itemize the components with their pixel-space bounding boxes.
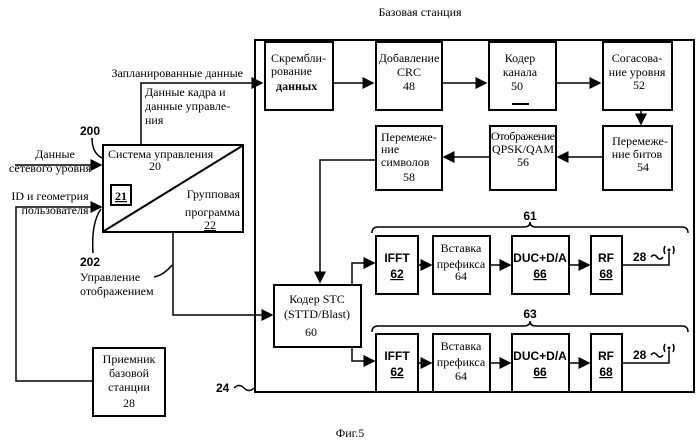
svg-text:50: 50	[511, 79, 523, 93]
svg-text:28: 28	[123, 396, 135, 410]
scrambling-block: Скрембли- рование данных	[265, 42, 333, 110]
svg-text:ние битов: ние битов	[612, 147, 663, 161]
svg-text:ID и геометрия: ID и геометрия	[11, 189, 89, 203]
svg-text:пользователя: пользователя	[22, 203, 89, 217]
control-system-block: Система управления 20 21 Групповая прогр…	[103, 145, 243, 232]
channel-encoder-block: Кодер канала 50	[489, 42, 556, 110]
ref-200: 200	[80, 124, 100, 138]
ref-24-leader	[234, 386, 254, 391]
svg-text:66: 66	[533, 267, 547, 281]
svg-text:Управление: Управление	[80, 270, 140, 284]
ref-202: 202	[80, 255, 100, 269]
scheduled-data-label: Запланированные данные	[112, 66, 244, 80]
svg-text:базовой: базовой	[109, 366, 150, 380]
svg-text:Добавление: Добавление	[379, 51, 440, 65]
svg-text:62: 62	[390, 365, 404, 379]
svg-text:программа: программа	[185, 205, 241, 219]
svg-text:(STTD/Blast): (STTD/Blast)	[284, 307, 350, 321]
svg-text:рование: рование	[271, 64, 312, 78]
ref-200-leader	[92, 138, 102, 158]
svg-text:данные управле-: данные управле-	[145, 99, 230, 113]
ifft-block	[376, 334, 418, 392]
svg-text:QPSK/QAM: QPSK/QAM	[492, 142, 554, 156]
svg-text:22: 22	[204, 218, 216, 232]
svg-text:Кодер: Кодер	[505, 51, 536, 65]
rate-matching-block: Согасова- ние уровня 52	[603, 42, 672, 110]
symbol-interleave-block: Перемеже- ние символов 58	[376, 126, 442, 190]
qpsk-qam-mapping-block: Отображение QPSK/QAM 56	[490, 126, 556, 190]
svg-text:21: 21	[115, 189, 127, 203]
duc-da-block	[512, 236, 569, 294]
svg-text:Данные кадра и: Данные кадра и	[145, 85, 226, 99]
svg-text:64: 64	[455, 269, 467, 283]
svg-text:54: 54	[637, 160, 649, 174]
bit-interleave-block: Перемеже- ние битов 54	[603, 126, 672, 190]
svg-text:сетевого уровня: сетевого уровня	[9, 161, 92, 175]
svg-text:68: 68	[599, 267, 613, 281]
frame-control-label: Данные кадра и данные управле- ния	[145, 85, 230, 127]
svg-text:ние: ние	[381, 142, 399, 156]
svg-text:IFFT: IFFT	[384, 251, 410, 265]
svg-text:DUC+D/A: DUC+D/A	[513, 251, 567, 265]
tx-chain-63: 63 IFFT 62 Вставка префикса 64 DUC+D/A 6…	[372, 307, 688, 392]
svg-text:отображением: отображением	[80, 284, 154, 298]
rf-block	[591, 334, 622, 392]
svg-text:данных: данных	[276, 79, 317, 93]
svg-text:28: 28	[633, 348, 647, 362]
svg-text:Кодер STC: Кодер STC	[289, 292, 345, 306]
duc-da-block	[512, 334, 569, 392]
svg-text:28: 28	[633, 250, 647, 264]
svg-text:Скрембли-: Скрембли-	[271, 51, 326, 65]
svg-text:61: 61	[523, 209, 537, 223]
stc-encoder-block: Кодер STC (STTD/Blast) 60	[274, 285, 361, 347]
svg-text:префикса: префикса	[437, 355, 486, 369]
svg-text:ния: ния	[145, 113, 164, 127]
base-station-receiver-block: Приемник базовой станции 28	[93, 348, 165, 416]
svg-text:RF: RF	[598, 251, 614, 265]
svg-text:68: 68	[599, 365, 613, 379]
svg-text:станции: станции	[108, 380, 150, 394]
ref-24: 24	[216, 381, 230, 395]
tx-chain-61: 61 IFFT 62 Вставка префикса 64 DUC+D/A 6…	[372, 209, 688, 294]
mapping-control-arrow	[173, 232, 272, 315]
ref-202-leader	[93, 209, 101, 253]
svg-text:Согасова-: Согасова-	[612, 51, 662, 65]
svg-text:IFFT: IFFT	[384, 349, 410, 363]
user-id-label: ID и геометрия пользователя	[11, 189, 89, 217]
svg-text:56: 56	[517, 155, 529, 169]
svg-text:52: 52	[633, 78, 645, 92]
svg-text:60: 60	[305, 325, 317, 339]
svg-text:66: 66	[533, 365, 547, 379]
svg-text:64: 64	[455, 369, 467, 383]
svg-text:Вставка: Вставка	[441, 339, 482, 353]
ifft-block	[376, 236, 418, 294]
figure-caption: Фиг.5	[336, 426, 364, 440]
crc-block: Добавление CRC 48	[376, 42, 442, 110]
svg-text:Данные: Данные	[35, 147, 75, 161]
svg-text:62: 62	[390, 267, 404, 281]
svg-text:58: 58	[403, 170, 415, 184]
svg-text:Перемеже-: Перемеже-	[612, 134, 668, 148]
svg-text:Групповая: Групповая	[187, 187, 241, 201]
mapping-control-leader	[154, 265, 172, 277]
svg-text:Вставка: Вставка	[441, 241, 482, 255]
svg-text:63: 63	[523, 307, 537, 321]
network-data-label: Данные сетевого уровня	[9, 147, 92, 175]
mapping-control-label: Управление отображением	[80, 270, 154, 298]
svg-text:канала: канала	[503, 65, 538, 79]
svg-text:20: 20	[149, 159, 161, 173]
svg-text:символов: символов	[381, 155, 430, 169]
svg-text:Отображение: Отображение	[491, 129, 555, 143]
diagram-title: Базовая станция	[378, 5, 462, 19]
svg-text:48: 48	[403, 79, 415, 93]
svg-text:RF: RF	[598, 349, 614, 363]
svg-text:ние уровня: ние уровня	[609, 65, 666, 79]
svg-text:DUC+D/A: DUC+D/A	[513, 349, 567, 363]
rf-block	[591, 236, 622, 294]
svg-text:Приемник: Приемник	[103, 352, 156, 366]
svg-text:CRC: CRC	[397, 65, 421, 79]
